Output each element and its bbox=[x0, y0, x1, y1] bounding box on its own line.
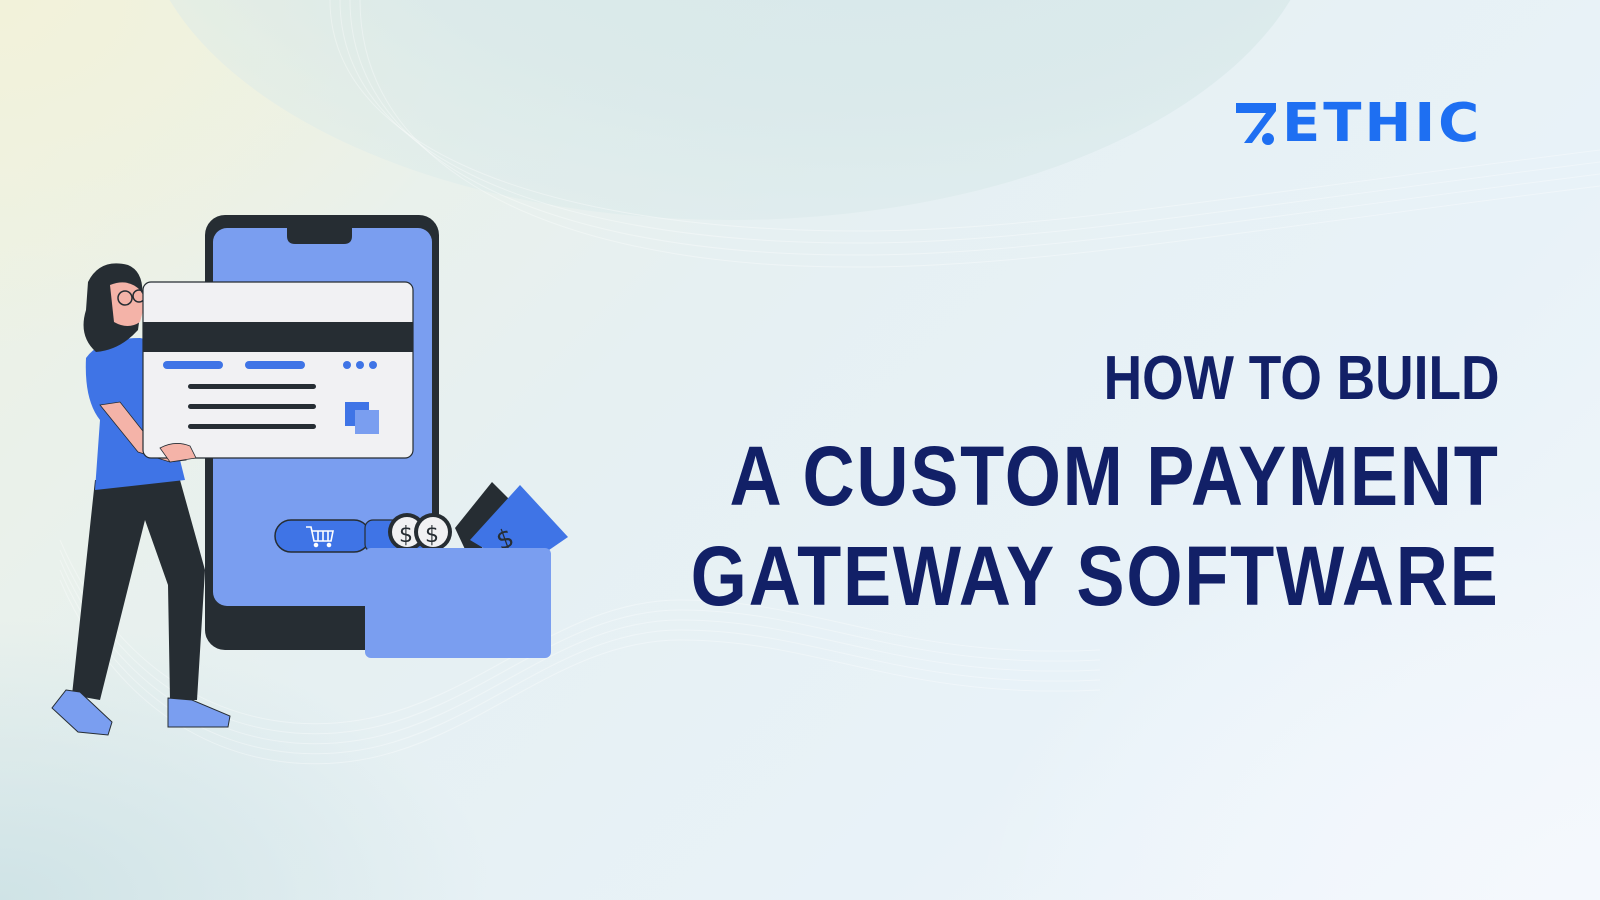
logo-text: ETHIC bbox=[1282, 92, 1483, 155]
shopping-cart-icon bbox=[306, 526, 334, 548]
background-blob bbox=[140, 0, 1320, 220]
shopping-cart-button bbox=[274, 519, 371, 553]
brand-logo[interactable]: ETHIC bbox=[1232, 96, 1482, 152]
wallet-icon: $ $ $ bbox=[364, 482, 568, 658]
dollar-coin-icon: $ bbox=[414, 513, 452, 551]
headline-line-1: HOW TO BUILD bbox=[1104, 344, 1500, 413]
headline-line-3: GATEWAY SOFTWARE bbox=[691, 529, 1500, 623]
credit-card-icon bbox=[142, 281, 414, 459]
headline: HOW TO BUILD A CUSTOM PAYMENT GATEWAY SO… bbox=[559, 344, 1500, 623]
logo-mark-icon bbox=[1236, 103, 1276, 145]
payment-illustration: $ $ $ bbox=[51, 215, 568, 736]
svg-text:$: $ bbox=[425, 523, 439, 548]
headline-line-2: A CUSTOM PAYMENT bbox=[729, 429, 1500, 523]
dollar-coin-icon: $ bbox=[388, 513, 426, 551]
svg-text:$: $ bbox=[399, 523, 413, 548]
hand bbox=[159, 443, 197, 463]
